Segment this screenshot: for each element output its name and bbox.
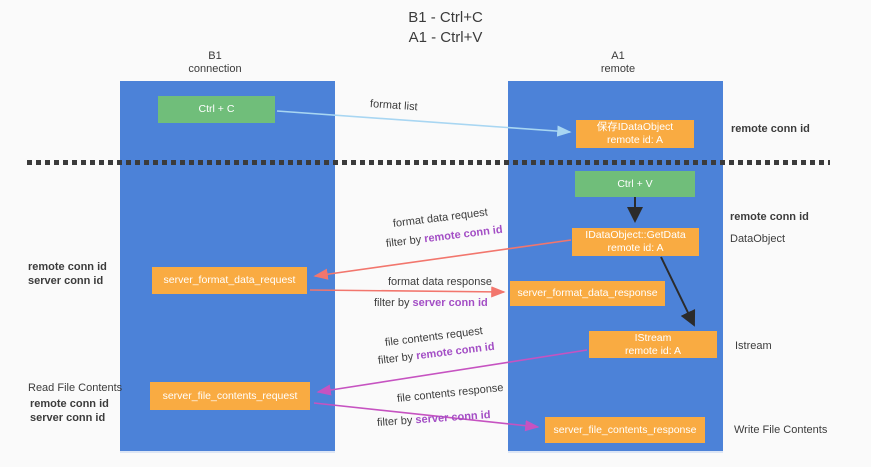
remote-conn-id-text: remote conn id — [423, 223, 504, 246]
save-idataobject-line2: remote id: A — [606, 134, 664, 146]
server-conn-id-text: server conn id — [415, 409, 491, 427]
server-file-contents-response-node: server_file_contents_response — [545, 417, 705, 443]
right-column-name: A1 — [611, 50, 625, 62]
server-format-data-request-label: server_format_data_request — [163, 274, 296, 286]
istream-node: IStream remote id: A — [589, 331, 717, 358]
filter-by-text: filter by — [376, 414, 413, 429]
ctrl-v-node: Ctrl + V — [575, 171, 695, 197]
remote-conn-id-annotation-mid: remote conn id — [730, 211, 809, 223]
read-file-contents-annotation: Read File Contents — [28, 382, 123, 394]
format-data-response-filter-label: filter by server conn id — [374, 297, 488, 309]
server-format-data-response-node: server_format_data_response — [510, 281, 665, 306]
remote-conn-id-text: remote conn id — [415, 340, 496, 363]
server-file-contents-request-node: server_file_contents_request — [150, 382, 310, 410]
filter-by-text: filter by — [377, 350, 414, 367]
server-conn-id-text: server conn id — [412, 297, 488, 309]
server-file-contents-response-label: server_file_contents_response — [553, 423, 697, 436]
ctrl-v-label: Ctrl + V — [617, 177, 653, 190]
file-contents-response-label: file contents response — [396, 381, 505, 405]
server-format-data-request-node: server_format_data_request — [152, 267, 307, 294]
write-file-contents-annotation: Write File Contents — [734, 424, 828, 436]
idataobject-getdata-node: IDataObject::GetData remote id: A — [572, 228, 699, 256]
getdata-line1: IDataObject::GetData — [585, 229, 686, 241]
ctrl-c-label: Ctrl + C — [198, 103, 235, 115]
getdata-line2: remote id: A — [607, 242, 664, 254]
remote-conn-id-annotation-left2: remote conn id — [30, 398, 109, 410]
right-column-role: remote — [600, 63, 636, 75]
remote-conn-id-annotation-left1: remote conn id — [28, 261, 107, 273]
right-column-header: A1 remote — [558, 50, 678, 76]
diagram-title-line1: B1 - Ctrl+C — [408, 9, 483, 26]
left-column-role: connection — [188, 63, 242, 75]
file-contents-response-filter-label: filter by server conn id — [377, 409, 491, 429]
remote-conn-id-annotation-top: remote conn id — [731, 123, 810, 135]
diagram-title-line2: A1 - Ctrl+V — [408, 29, 483, 46]
format-list-label: format list — [369, 98, 418, 114]
save-idataobject-line1: 保存IDataObject — [596, 121, 674, 133]
save-idataobject-node: 保存IDataObject remote id: A — [576, 120, 694, 148]
istream-line2: remote id: A — [624, 344, 682, 357]
format-data-response-label: format data response — [388, 276, 492, 288]
dataobject-annotation: DataObject — [730, 233, 786, 245]
server-format-data-response-label: server_format_data_response — [517, 287, 658, 299]
server-file-contents-request-label: server_file_contents_request — [162, 389, 298, 402]
phase-divider-dashed-line — [27, 160, 830, 165]
server-conn-id-annotation-left1: server conn id — [28, 275, 104, 287]
istream-annotation: Istream — [735, 340, 772, 352]
server-conn-id-annotation-left2: server conn id — [30, 412, 106, 424]
filter-by-text: filter by — [385, 233, 422, 250]
filter-by-text: filter by — [374, 297, 410, 309]
left-column-name: B1 — [208, 50, 222, 62]
format-data-response-arrow — [309, 286, 506, 298]
left-column-header: B1 connection — [155, 50, 275, 76]
istream-line1: IStream — [634, 331, 672, 344]
ctrl-c-node: Ctrl + C — [158, 96, 275, 123]
